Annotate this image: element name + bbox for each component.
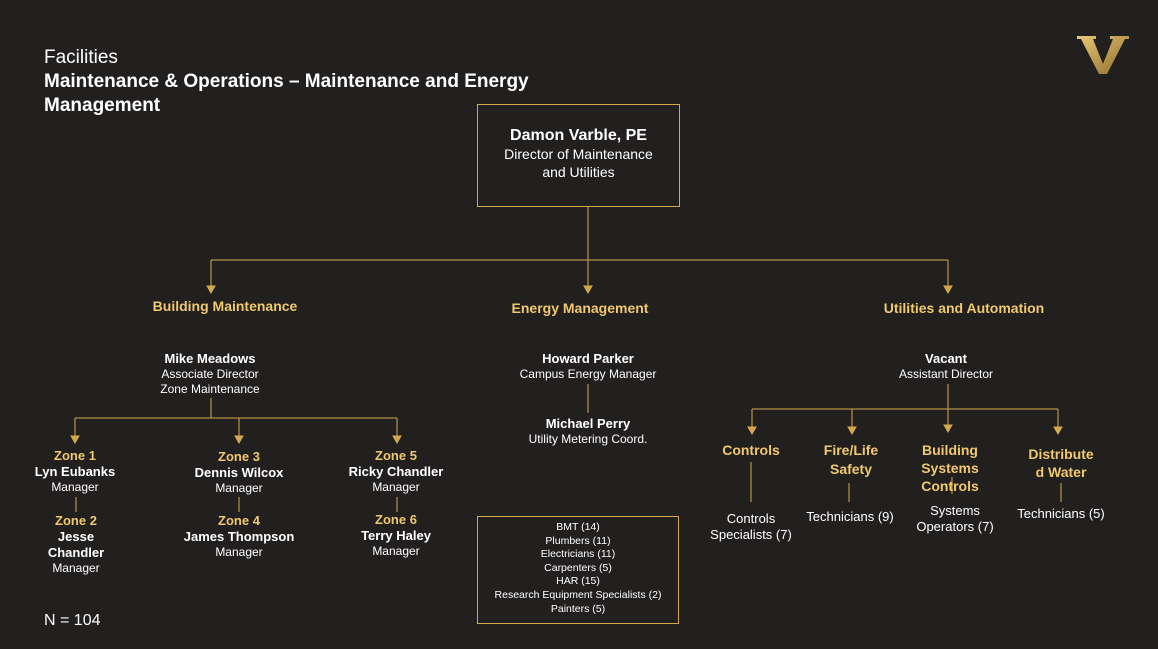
trade-item: Research Equipment Specialists (2)	[494, 588, 662, 601]
staff-line: Operators (7)	[916, 519, 994, 534]
director-box: Damon Varble, PE Director of Maintenance…	[477, 104, 680, 207]
person-name: James Thompson	[183, 529, 295, 544]
page-title-continued: Management	[44, 95, 161, 116]
header-line-facilities: Facilities	[44, 47, 118, 68]
director-title-line1: Director of Maintenance	[504, 146, 653, 162]
director-name: Damon Varble, PE	[510, 127, 647, 144]
trade-item: Plumbers (11)	[545, 534, 611, 547]
heading-line: d Water	[1035, 464, 1087, 480]
building-maintenance-lead: Mike Meadows Associate Director Zone Mai…	[110, 351, 310, 397]
trades-box: BMT (14) Plumbers (11) Electricians (11)…	[477, 516, 679, 624]
zone-label: Zone 2	[55, 513, 97, 528]
trade-item: BMT (14)	[556, 521, 600, 533]
person-name: Mike Meadows	[164, 351, 256, 366]
group-distributed-water-heading: Distribute d Water	[1011, 445, 1111, 481]
zone-label: Zone 4	[218, 513, 260, 528]
director-title-line2: and Utilities	[542, 164, 615, 180]
person-title: Manager	[372, 544, 420, 558]
zone-6: Zone 6 Terry Haley Manager	[334, 512, 458, 559]
zone-4: Zone 4 James Thompson Manager	[169, 513, 309, 560]
person-name: Michael Perry	[545, 416, 631, 431]
person-name: Vacant	[925, 351, 967, 366]
person-name: Howard Parker	[542, 351, 634, 366]
person-name: Lyn Eubanks	[34, 464, 116, 479]
heading-line: Building	[922, 442, 978, 458]
person-name: Ricky Chandler	[348, 464, 444, 479]
person-name: Terry Haley	[361, 528, 431, 543]
group-fire-life-safety-staff: Technicians (9)	[806, 509, 894, 524]
heading-line: Systems	[921, 460, 979, 476]
heading-building-maintenance: Building Maintenance	[152, 298, 298, 314]
person-title: Utility Metering Coord.	[528, 432, 648, 446]
group-distributed-water-staff: Technicians (5)	[1017, 506, 1105, 521]
heading-line: Controls	[921, 478, 979, 494]
total-headcount: N = 104	[44, 612, 101, 629]
person-name: Jesse	[57, 529, 95, 544]
trades-list: BMT (14) Plumbers (11) Electricians (11)…	[478, 521, 678, 616]
trade-item: HAR (15)	[556, 575, 600, 588]
staff-line: Controls	[726, 511, 776, 526]
energy-management-sub: Michael Perry Utility Metering Coord.	[488, 416, 688, 447]
zone-label: Zone 5	[375, 448, 417, 463]
staff-line: Specialists (7)	[710, 527, 792, 542]
zone-1: Zone 1 Lyn Eubanks Manager	[20, 448, 130, 495]
zone-label: Zone 1	[54, 448, 96, 463]
group-fire-life-safety-heading: Fire/Life Safety	[801, 441, 901, 479]
person-name: Chandler	[47, 545, 105, 560]
group-controls-staff: Controls Specialists (7)	[691, 511, 811, 543]
person-title: Campus Energy Manager	[519, 367, 657, 381]
trade-item: Electricians (11)	[540, 548, 616, 561]
heading-energy-management: Energy Management	[511, 300, 649, 316]
zone-label: Zone 6	[375, 512, 417, 527]
person-title: Manager	[215, 545, 263, 559]
heading-utilities-automation: Utilities and Automation	[883, 300, 1045, 316]
heading-line: Safety	[829, 461, 873, 477]
zone-5: Zone 5 Ricky Chandler Manager	[334, 448, 458, 495]
person-title: Associate Director	[161, 367, 259, 381]
zone-label: Zone 3	[218, 449, 260, 464]
heading-line: Distribute	[1028, 446, 1094, 462]
utilities-lead: Vacant Assistant Director	[846, 351, 1046, 382]
trade-item: Carpenters (5)	[544, 561, 612, 574]
person-title: Zone Maintenance	[160, 382, 260, 396]
staff-line: Systems	[930, 503, 980, 518]
group-controls-heading: Controls	[722, 442, 780, 458]
energy-management-lead: Howard Parker Campus Energy Manager	[488, 351, 688, 382]
person-title: Manager	[52, 561, 100, 575]
person-title: Manager	[372, 480, 420, 494]
group-building-systems-controls-heading: Building Systems Controls	[900, 441, 1000, 495]
person-title: Manager	[51, 480, 99, 494]
page-title: Maintenance & Operations – Maintenance a…	[44, 71, 529, 92]
trade-item: Painters (5)	[550, 602, 606, 615]
zone-2: Zone 2 Jesse Chandler Manager	[20, 513, 132, 576]
vanderbilt-v-logo-icon	[1077, 36, 1129, 74]
person-title: Manager	[215, 481, 263, 495]
zone-3: Zone 3 Dennis Wilcox Manager	[174, 449, 304, 496]
group-building-systems-controls-staff: Systems Operators (7)	[895, 503, 1015, 535]
heading-line: Fire/Life	[823, 442, 879, 458]
person-name: Dennis Wilcox	[194, 465, 284, 480]
person-title: Assistant Director	[898, 367, 994, 381]
